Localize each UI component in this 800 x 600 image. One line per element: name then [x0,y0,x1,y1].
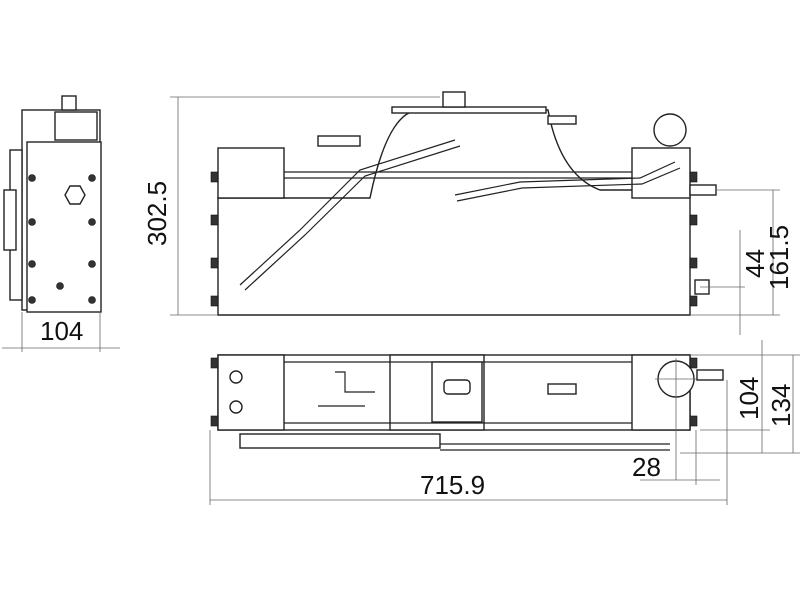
dim-total-length: 715.9 [420,470,485,500]
dim-total-height: 302.5 [142,181,172,246]
dim-fitting-height: 161.5 [764,225,794,290]
dim-top-depth-inner: 104 [734,377,764,420]
side-bolts [28,174,96,304]
dim-side-width: 104 [40,316,83,346]
dim-top-depth-outer: 134 [766,384,796,427]
dim-fitting-offset: 28 [632,452,661,482]
top-bolts [210,357,698,427]
dim-port-offset: 44 [740,249,770,278]
front-view [170,91,780,335]
front-bolts [210,171,698,307]
side-view [2,95,120,352]
top-view [209,340,800,505]
